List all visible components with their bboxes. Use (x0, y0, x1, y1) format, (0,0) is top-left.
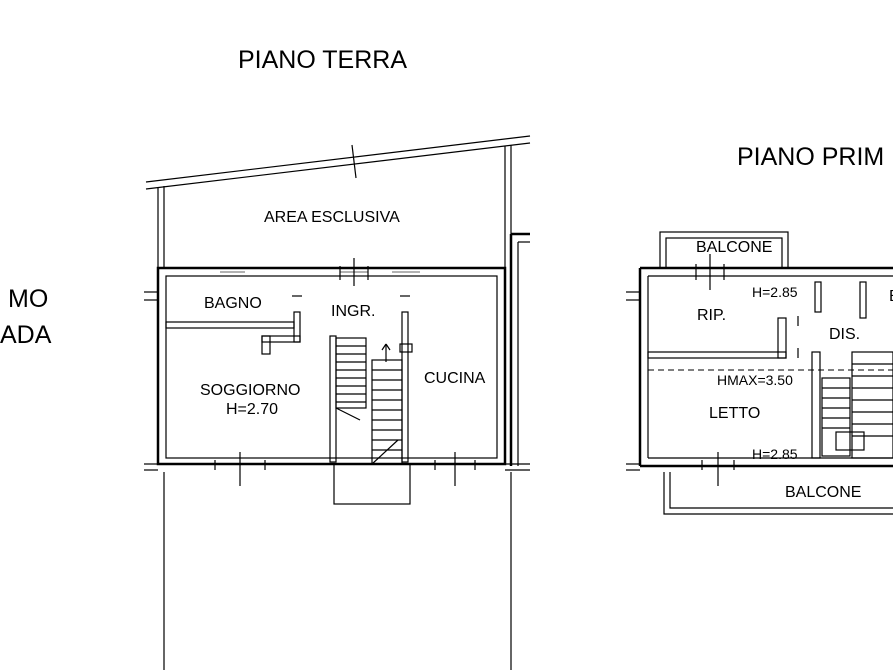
label-soggiorno: SOGGIORNO (200, 382, 300, 399)
first-staircase (821, 351, 893, 459)
label-rip-height: H=2.85 (752, 284, 798, 300)
garden-outline (163, 472, 512, 670)
first-bottom-window (701, 452, 735, 486)
ground-floor-title: PIANO TERRA (238, 46, 407, 74)
label-dis: DIS. (829, 326, 860, 343)
label-balcone-bottom: BALCONE (785, 484, 861, 501)
side-label-bottom: ADA (0, 321, 52, 349)
label-partial-room: B (889, 288, 893, 305)
ground-bottom-openings (214, 452, 476, 505)
first-floor-title: PIANO PRIM (737, 143, 884, 171)
label-hmax: HMAX=3.50 (717, 372, 793, 388)
label-balcone-top: BALCONE (696, 239, 772, 256)
ground-staircase (335, 337, 403, 465)
exclusive-area-outline (145, 135, 531, 268)
side-label-top: MO (8, 285, 48, 313)
ground-top-windows (220, 258, 420, 286)
ground-floor-plan: AREA ESCLUSIVA BAGNO INGR. CUCINA SOGGIO… (144, 135, 531, 670)
ground-interior-walls (165, 295, 413, 463)
label-ingresso: INGR. (331, 303, 375, 320)
label-cucina: CUCINA (424, 370, 486, 387)
bottom-balcony-outline (663, 472, 893, 515)
label-letto-height: H=2.85 (752, 446, 798, 462)
first-top-window (695, 254, 725, 290)
label-letto: LETTO (709, 405, 760, 422)
label-area-esclusiva: AREA ESCLUSIVA (264, 209, 400, 226)
ground-floor-walls (144, 232, 530, 471)
first-floor-plan: BALCONE H=2.85 RIP. B DIS. HMAX=3.50 LET… (626, 231, 893, 515)
first-interior-walls (647, 281, 867, 459)
label-soggiorno-height: H=2.70 (226, 401, 278, 418)
label-bagno: BAGNO (204, 295, 262, 312)
label-rip: RIP. (697, 307, 726, 324)
